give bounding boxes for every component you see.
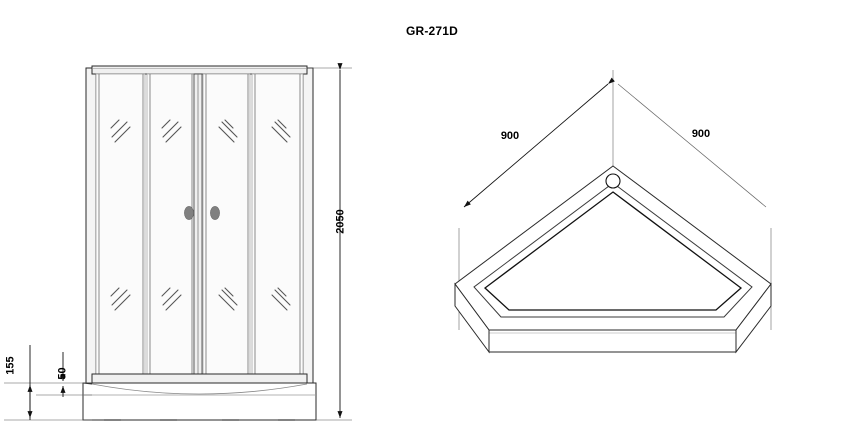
tray-basin-floor — [483, 191, 743, 311]
dimension-height-2050 — [307, 63, 352, 421]
door-handle-right[interactable] — [210, 206, 220, 220]
glass-glint-icon — [110, 287, 291, 311]
dimension-label-2050: 2050 — [334, 209, 347, 234]
dimension-width-900-left — [463, 77, 615, 208]
dimension-label-900-left: 900 — [500, 130, 520, 142]
front-elevation-group — [4, 63, 352, 421]
dimension-width-900-right — [617, 83, 767, 208]
door-handle-left[interactable] — [184, 206, 194, 220]
drain-hole-icon — [605, 173, 621, 189]
page-title: GR-271D — [405, 24, 459, 38]
cabin-top-rail — [91, 65, 308, 75]
glass-panel-4 — [251, 73, 304, 375]
tray-side-faces — [454, 282, 772, 354]
cabin-bottom-rail — [91, 373, 308, 384]
dimension-label-50: 50 — [56, 367, 69, 380]
glass-panel-1 — [95, 73, 146, 375]
dimension-base-50 — [36, 352, 92, 397]
dimension-base-155 — [4, 345, 92, 421]
dimension-label-900-right: 900 — [691, 128, 711, 140]
tray-front-skirt — [488, 329, 737, 353]
glass-panel-2 — [146, 73, 195, 375]
dimension-label-155: 155 — [4, 356, 17, 375]
tray-isometric-group — [454, 70, 772, 354]
shower-tray-front — [82, 382, 317, 421]
center-mullion — [193, 73, 203, 375]
glass-panel-3 — [202, 73, 251, 375]
glass-glint-icon — [110, 119, 291, 143]
